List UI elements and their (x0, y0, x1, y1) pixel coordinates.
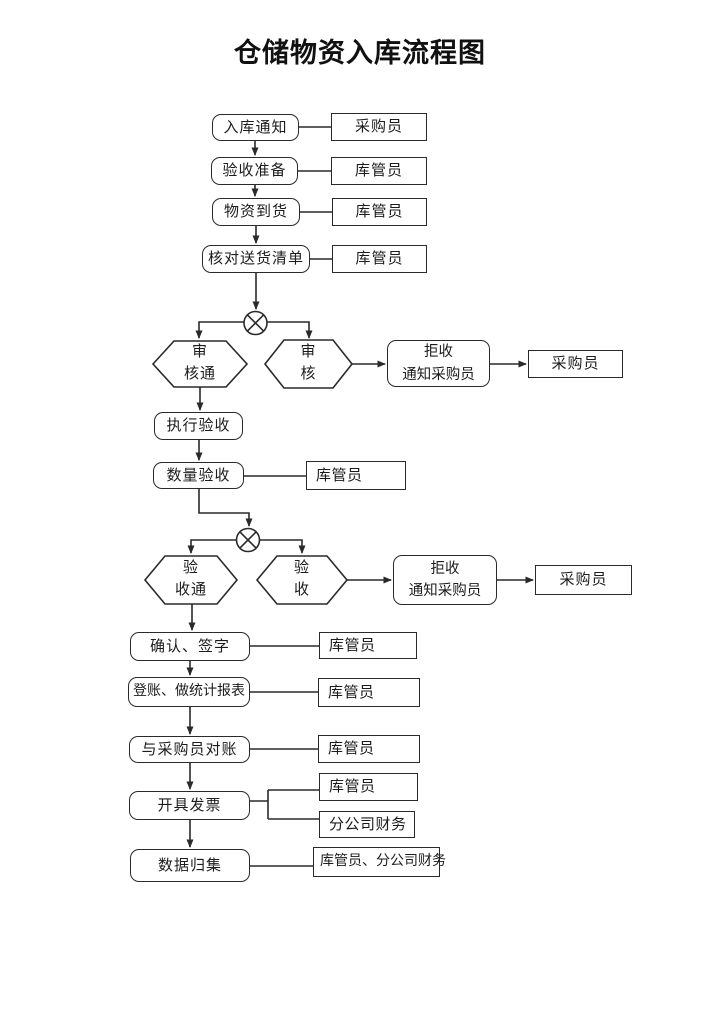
actor-label: 库管员 (355, 204, 404, 220)
step-data-collection: 数据归集 (130, 849, 250, 882)
actor-label: 库管员、分公司财务 (320, 853, 446, 869)
step-confirm-sign-label: 确认、签字 (149, 638, 230, 655)
hexagon-audit-pass: 审 核通 (158, 343, 242, 385)
hexagon-acceptance-pass-label: 验 收通 (174, 560, 207, 598)
decision-junction-2-icon (235, 527, 261, 553)
actor-label: 采购员 (551, 356, 600, 372)
actor-label: 库管员 (355, 251, 404, 267)
hexagon-acceptance-fail-shape (255, 555, 349, 605)
hexagon-audit-fail-shape (263, 339, 354, 389)
hexagon-audit-pass-label: 审 核通 (183, 344, 216, 382)
decision-junction-1-icon (243, 310, 268, 336)
hexagon-acceptance-pass-shape (143, 555, 239, 605)
actor-quantity-acceptance: 库管员 (306, 461, 406, 490)
actor-label: 库管员 (329, 637, 376, 654)
flow-arrow (187, 539, 237, 554)
actor-reject-acceptance: 采购员 (535, 565, 632, 595)
hexagon-acceptance-fail: 验 收 (262, 558, 342, 602)
flow-arrow (195, 321, 244, 339)
hexagon-acceptance-fail-label: 验 收 (293, 560, 310, 598)
step-confirm-sign: 确认、签字 (130, 632, 250, 661)
flow-arrow (267, 321, 313, 339)
step-issue-invoice: 开具发票 (129, 791, 250, 820)
step-execute-acceptance: 执行验收 (154, 412, 243, 440)
hexagon-acceptance-pass: 验 收通 (150, 558, 232, 602)
actor-data-collection: 库管员、分公司财务 (313, 847, 446, 877)
actor-acceptance-prep: 库管员 (331, 157, 427, 185)
flow-arrow (198, 489, 253, 527)
step-reject-audit-label: 拒收 通知采购员 (402, 344, 475, 383)
actor-storage-notice: 采购员 (331, 113, 427, 141)
actor-reconcile-buyer: 库管员 (318, 735, 420, 763)
step-execute-acceptance-label: 执行验收 (166, 418, 231, 434)
actor-issue-invoice-1: 库管员 (319, 773, 418, 801)
step-acceptance-prep-label: 验收准备 (222, 163, 287, 179)
actor-check-delivery-list: 库管员 (332, 245, 427, 273)
step-reconcile-buyer: 与采购员对账 (129, 736, 250, 763)
actor-label: 采购员 (559, 572, 608, 588)
step-acceptance-prep: 验收准备 (211, 157, 298, 185)
decision-cross (239, 531, 257, 549)
step-quantity-acceptance: 数量验收 (153, 462, 244, 489)
flow-arrow (259, 539, 306, 554)
step-check-delivery-list-label: 核对送货清单 (207, 251, 304, 267)
step-data-collection-label: 数据归集 (157, 857, 222, 874)
step-reject-audit: 拒收 通知采购员 (387, 340, 490, 387)
actor-label: 库管员 (328, 741, 375, 757)
step-check-delivery-list: 核对送货清单 (202, 245, 310, 273)
step-reject-acceptance: 拒收 通知采购员 (393, 555, 497, 605)
hexagon-audit-fail: 审 核 (270, 342, 347, 386)
actor-goods-arrival: 库管员 (332, 198, 427, 226)
step-reject-acceptance-label: 拒收 通知采购员 (408, 560, 482, 599)
hexagon-audit-pass-shape (151, 340, 249, 388)
actor-label: 库管员 (328, 684, 375, 701)
actor-register-report: 库管员 (318, 678, 420, 707)
actor-label: 库管员 (316, 467, 363, 484)
decision-cross (246, 314, 265, 332)
actor-label: 库管员 (354, 163, 403, 179)
actor-issue-invoice-2: 分公司财务 (319, 811, 415, 838)
step-reconcile-buyer-label: 与采购员对账 (141, 741, 238, 758)
page-title: 仓储物资入库流程图 (234, 38, 486, 68)
actor-confirm-sign: 库管员 (319, 632, 417, 659)
step-register-report-label: 登账、做统计报表 (133, 683, 245, 699)
actor-label: 采购员 (354, 119, 403, 135)
step-issue-invoice-label: 开具发票 (157, 797, 222, 814)
step-quantity-acceptance-label: 数量验收 (166, 467, 231, 484)
actor-label: 分公司财务 (329, 816, 407, 833)
step-goods-arrival-label: 物资到货 (223, 204, 288, 220)
actor-label: 库管员 (329, 779, 376, 795)
actor-reject-audit: 采购员 (528, 350, 623, 378)
step-storage-notice-label: 入库通知 (223, 119, 288, 136)
step-storage-notice: 入库通知 (212, 114, 299, 141)
step-goods-arrival: 物资到货 (212, 198, 300, 226)
hexagon-audit-fail-label: 审 核 (300, 344, 317, 382)
step-register-report: 登账、做统计报表 (128, 677, 250, 707)
